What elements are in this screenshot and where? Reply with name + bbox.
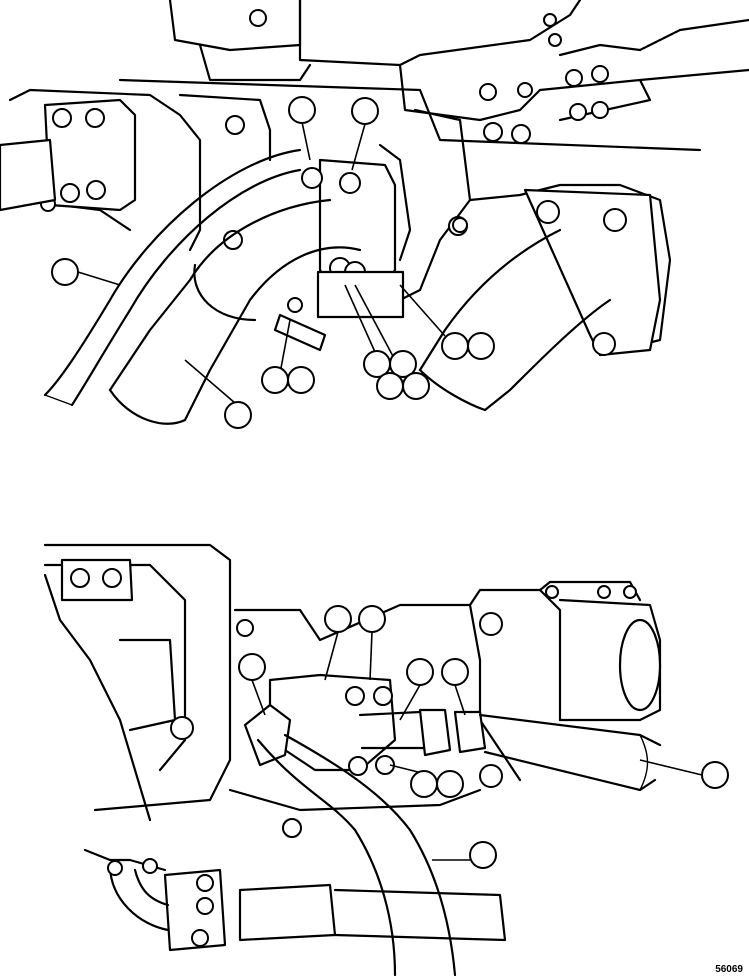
callouts-top <box>51 96 495 429</box>
callout-bubble <box>224 401 252 429</box>
callout-bubble <box>441 332 469 360</box>
top-view <box>0 0 749 429</box>
pump-body-bottom <box>228 580 662 812</box>
top-frame-bracket <box>118 0 749 152</box>
callout-bubble <box>467 332 495 360</box>
center-flange-top <box>301 158 405 319</box>
large-hose-bottom <box>256 733 457 977</box>
callout-bubble <box>261 366 289 394</box>
callout-bubble <box>402 372 430 400</box>
callout-bubble <box>376 372 404 400</box>
callout-bubble <box>406 658 434 686</box>
top-frame-bolts <box>249 9 609 144</box>
callout-bubble <box>436 770 464 798</box>
lower-hose-pipe <box>83 848 507 952</box>
fittings-bottom <box>243 703 487 767</box>
callout-bubble <box>351 97 379 125</box>
callouts-bottom <box>238 605 729 869</box>
right-flange-top <box>448 188 662 357</box>
callout-bubble <box>410 770 438 798</box>
callout-bubble <box>358 605 386 633</box>
left-hose-stub <box>0 138 57 212</box>
right-hose-bottom <box>478 713 662 792</box>
callout-bubble <box>287 366 315 394</box>
callout-bubble <box>324 605 352 633</box>
flex-hose-left <box>43 148 302 407</box>
callout-bubble <box>389 350 417 378</box>
right-hose-top <box>418 228 612 412</box>
callout-bubble <box>288 96 316 124</box>
bottom-view <box>43 543 729 977</box>
center-block-bottom <box>268 673 397 838</box>
large-hose-center <box>108 198 362 425</box>
callout-bubble <box>701 761 729 789</box>
callout-bubble <box>238 653 266 681</box>
body-bolts-top <box>223 115 468 313</box>
callout-bubble <box>469 841 497 869</box>
callout-bubble <box>441 658 469 686</box>
pump-body-top <box>8 88 672 352</box>
left-flange-top <box>40 98 137 212</box>
bottom-frame <box>43 543 232 822</box>
callout-bubble <box>51 258 79 286</box>
hose-tag <box>273 313 327 352</box>
figure-number: 56069 <box>715 964 743 975</box>
